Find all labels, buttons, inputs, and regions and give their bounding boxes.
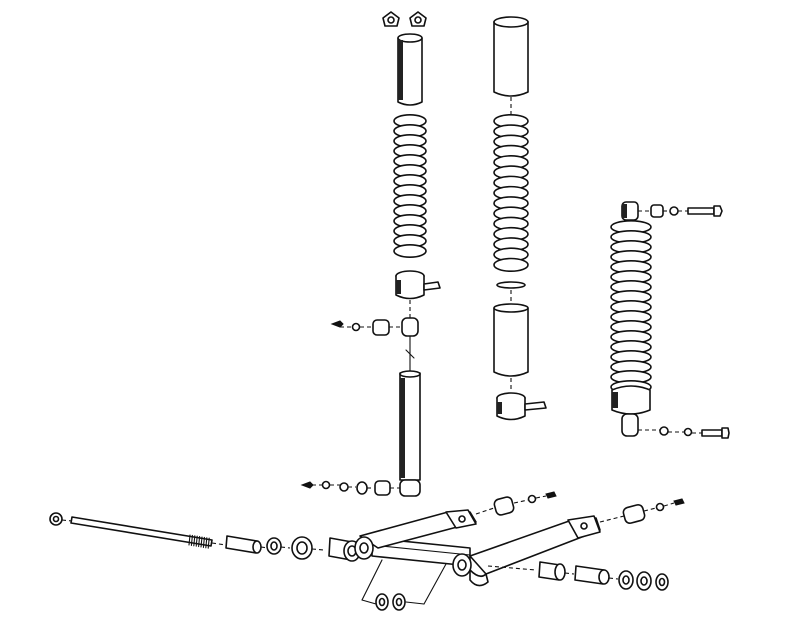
coilover-bottom-hardware: [638, 426, 730, 439]
lower-eye-hardware-left: [300, 480, 400, 496]
pivot-shaft-thread: [188, 534, 210, 549]
right-bracket-hardware: [599, 498, 685, 524]
retainer-ring-middle: [496, 281, 526, 303]
spring-coil-turn: [393, 244, 427, 259]
shock-lower-eye: [399, 479, 421, 497]
coil-spring-middle: [493, 113, 529, 273]
swingarm-left-arm: [359, 511, 477, 549]
thread-line: [207, 537, 210, 549]
thread-line: [190, 534, 193, 546]
bolt-left-upper: [330, 320, 344, 328]
coilover-top-bolt: [687, 207, 715, 215]
bushing-left-upper: [372, 319, 390, 336]
right-pivot-hardware: [487, 561, 669, 591]
coilover-body: [611, 385, 651, 437]
upper-sleeve-middle: [493, 16, 529, 97]
cap-nut-left: [382, 11, 400, 27]
spring-seat-collar-left: [395, 270, 441, 300]
swingarm-right-arm: [469, 517, 601, 575]
thread-line: [188, 534, 191, 546]
upper-eye-hardware-left: [330, 317, 419, 337]
thread-line: [195, 535, 198, 547]
lower-sleeve-middle: [493, 303, 529, 392]
coilover-bottom-eye: [621, 413, 639, 437]
thread-line: [198, 536, 201, 548]
thread-line: [205, 537, 208, 549]
shock-upper-eye: [401, 317, 419, 337]
swingarm: [354, 509, 601, 587]
axle-clamp: [469, 569, 489, 587]
thread-line: [193, 535, 196, 547]
coilover-top-hardware: [621, 201, 723, 221]
thread-line: [200, 536, 203, 548]
upper-sleeve-left: [397, 33, 423, 106]
left-top-nuts: [382, 11, 427, 27]
washer-left-upper: [351, 322, 361, 332]
swingarm-lower-washers: [361, 559, 447, 611]
shock-body-left: [399, 335, 421, 497]
cap-nut-right: [409, 11, 427, 27]
coilover-spring: [610, 220, 652, 394]
pivot-washers: [266, 536, 325, 560]
pivot-spacer-left: [225, 535, 269, 554]
spring-seat-collar-middle: [496, 392, 547, 421]
pivot-shaft: [49, 512, 227, 549]
coil-spring-left: [393, 114, 427, 259]
spring-coil-turn: [493, 257, 529, 273]
left-bracket-hardware: [475, 491, 557, 516]
thread-line: [202, 536, 205, 548]
